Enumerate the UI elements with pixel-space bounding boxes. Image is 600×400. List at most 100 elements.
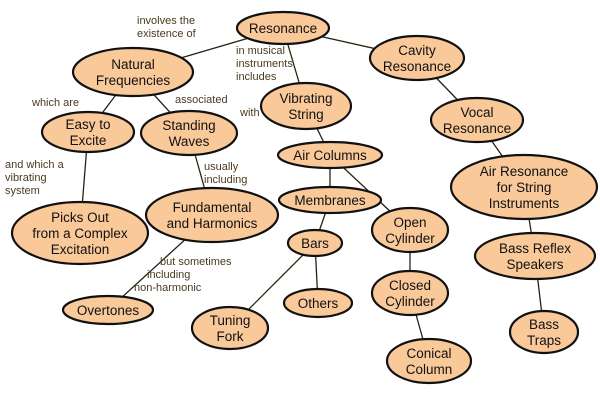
node-ellipse bbox=[368, 34, 466, 82]
node-label: Membranes bbox=[294, 193, 366, 208]
node-label: Air Columns bbox=[293, 148, 367, 163]
node-overtones[interactable]: Overtones bbox=[61, 294, 155, 326]
node-ellipse bbox=[282, 287, 354, 319]
link-label-line: with bbox=[239, 107, 260, 119]
node-label: and Harmonics bbox=[167, 216, 258, 231]
node-label: from a Complex bbox=[32, 226, 128, 241]
node-label: Resonance bbox=[249, 21, 317, 36]
node-label: Resonance bbox=[383, 59, 451, 74]
node-label: Open bbox=[393, 215, 426, 230]
node-label: Resonance bbox=[443, 121, 511, 136]
node-resonance[interactable]: Resonance bbox=[235, 10, 331, 46]
node-ellipse bbox=[190, 305, 270, 351]
node-label: Others bbox=[298, 296, 339, 311]
node-label: Bass Reflex bbox=[499, 241, 571, 256]
link-label-line: includes bbox=[236, 71, 277, 83]
node-label: Bass bbox=[529, 317, 559, 332]
node-label: Overtones bbox=[77, 303, 140, 318]
node-label: Excitation bbox=[51, 242, 110, 257]
link-label-line: including bbox=[204, 174, 247, 186]
link-label-line: vibrating bbox=[5, 172, 47, 184]
node-label: Cylinder bbox=[385, 294, 435, 309]
link-label-line: existence of bbox=[137, 28, 197, 40]
node-ellipse bbox=[139, 109, 239, 157]
node-ellipse bbox=[286, 228, 344, 258]
link-label-line: and which a bbox=[5, 159, 65, 171]
node-bars[interactable]: Bars bbox=[286, 228, 344, 258]
node-label: Excite bbox=[70, 133, 107, 148]
node-label: Standing bbox=[162, 118, 215, 133]
node-aircol[interactable]: Air Columns bbox=[276, 140, 384, 170]
node-label: Tuning bbox=[210, 313, 251, 328]
node-ellipse bbox=[40, 110, 136, 154]
node-membranes[interactable]: Membranes bbox=[277, 185, 383, 215]
node-label: Vibrating bbox=[279, 91, 332, 106]
node-label: Picks Out bbox=[51, 210, 109, 225]
link-label-line: involves the bbox=[137, 15, 195, 27]
node-ellipse bbox=[61, 294, 155, 326]
nodes: ResonanceCavityResonanceNaturalFrequenci… bbox=[10, 10, 599, 385]
node-ellipse bbox=[473, 231, 597, 281]
node-ellipse bbox=[259, 81, 353, 131]
node-label: Traps bbox=[527, 333, 561, 348]
node-ellipse bbox=[429, 96, 525, 144]
node-label: Column bbox=[406, 362, 453, 377]
link-label-line: including bbox=[147, 269, 190, 281]
node-label: Natural bbox=[111, 57, 155, 72]
node-label: for String bbox=[497, 180, 552, 195]
node-ellipse bbox=[235, 10, 331, 46]
link-label-line: non-harmonic bbox=[134, 282, 202, 294]
node-ellipse bbox=[370, 206, 450, 254]
node-ellipse bbox=[385, 337, 473, 385]
node-ellipse bbox=[71, 46, 195, 98]
node-label: Air Resonance bbox=[480, 164, 569, 179]
node-label: Instruments bbox=[489, 196, 560, 211]
node-ellipse bbox=[449, 153, 599, 221]
node-label: Fork bbox=[217, 329, 244, 344]
link-label-line: in musical bbox=[236, 45, 285, 57]
link-label-line: system bbox=[5, 185, 40, 197]
node-label: Waves bbox=[169, 134, 210, 149]
node-label: Frequencies bbox=[96, 73, 171, 88]
node-others[interactable]: Others bbox=[282, 287, 354, 319]
node-ellipse bbox=[10, 200, 150, 266]
node-ellipse bbox=[508, 309, 580, 355]
node-label: Cavity bbox=[398, 43, 436, 58]
link-label-line: which are bbox=[31, 97, 79, 109]
link-label-line: usually bbox=[204, 161, 239, 173]
link-label-whichare: which are bbox=[31, 97, 79, 109]
link-label-line: but sometimes bbox=[160, 256, 232, 268]
node-label: Conical bbox=[406, 346, 451, 361]
node-label: Cylinder bbox=[385, 231, 435, 246]
node-label: Vocal bbox=[460, 105, 493, 120]
node-label: String bbox=[288, 107, 323, 122]
node-ellipse bbox=[144, 186, 280, 244]
node-ellipse bbox=[370, 269, 450, 317]
node-ellipse bbox=[276, 140, 384, 170]
node-label: Bars bbox=[301, 236, 329, 251]
node-label: Easy to bbox=[65, 117, 110, 132]
link-label-line: instruments bbox=[236, 58, 293, 70]
